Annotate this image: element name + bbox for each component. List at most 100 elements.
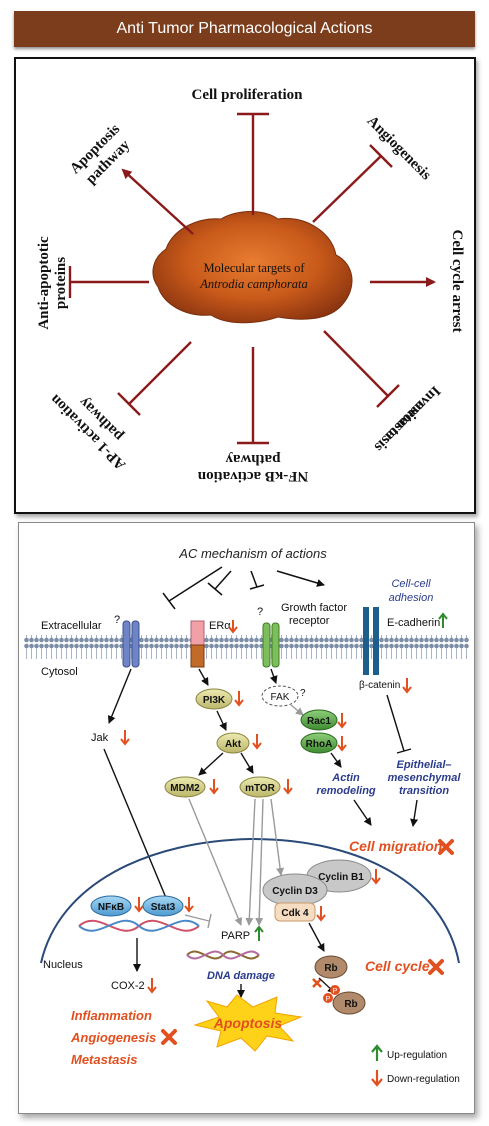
gf-receptor-line2: receptor (289, 615, 330, 627)
cell-cell-line1: Cell-cell (391, 578, 431, 590)
cox2-down-arrow-icon (147, 978, 157, 994)
dna-strand-b (78, 919, 200, 932)
damaged-dna-strand-b (186, 950, 260, 960)
inhibit-line-angiogenesis (312, 155, 382, 223)
legend-up-label: Up-regulation (387, 1050, 447, 1061)
ecadherin-bar-2 (373, 607, 379, 675)
rb-label: Rb (324, 963, 337, 974)
inhibit-bar-angiogenesis (369, 144, 393, 168)
actin-line2: remodeling (316, 785, 376, 797)
gray-arrow-mdm2-parp (188, 798, 243, 926)
prb-node (332, 991, 366, 1015)
prb-label: Rb (344, 999, 357, 1010)
label-antiapoptotic-line2: proteins (53, 257, 69, 309)
pi3k-down-arrow-icon (234, 691, 244, 707)
arrow-jak-to-stat3 (103, 748, 170, 906)
ac-inhibit-line-2 (214, 570, 232, 590)
receptor-1 (122, 620, 131, 668)
ac-inhibit-line-3 (250, 570, 258, 588)
dna-damage-label: DNA damage (207, 970, 275, 982)
label-cell-cycle-arrest: Cell cycle arrest (449, 229, 465, 332)
angiogenesis-label: Angiogenesis (70, 1030, 156, 1045)
cdk4-down-arrow-icon (316, 906, 326, 922)
emt-line2: mesenchymal (388, 772, 462, 784)
inhibit-bar-emt (396, 748, 412, 754)
cdk4-node (274, 902, 316, 922)
mechanism-svg: AC mechanism of actions Extracellular Cy… (24, 546, 469, 1087)
mtor-label: mTOR (245, 783, 276, 794)
akt-down-arrow-icon (252, 734, 262, 750)
cyclin-b1-down-arrow-icon (371, 869, 381, 885)
metastasis-label: Metastasis (71, 1052, 137, 1067)
nucleus-label: Nucleus (43, 959, 83, 971)
rb-node (314, 955, 348, 979)
label-nfkb-line2: pathway (225, 451, 281, 467)
inflammation-label: Inflammation (71, 1008, 152, 1023)
inhibit-bar-invasion (376, 384, 400, 408)
mtor-node (239, 776, 281, 798)
ecadherin-bar-1 (363, 607, 369, 675)
cell-cycle-label: Cell cycle (365, 958, 430, 974)
parp-label: PARP (221, 930, 250, 942)
extracellular-label: Extracellular (41, 620, 102, 632)
rb-block-cross-icon (312, 978, 322, 988)
akt-node (216, 732, 250, 754)
cyclin-b1-label: Cyclin B1 (318, 872, 364, 883)
cox2-label: COX-2 (111, 980, 145, 992)
mdm2-label: MDM2 (170, 783, 200, 794)
phospho-1 (323, 993, 333, 1003)
apoptosis-starburst (193, 994, 303, 1052)
era-label: ERα (209, 620, 231, 632)
center-label-line1: Molecular targets of (203, 261, 305, 275)
pi3k-node (195, 688, 233, 710)
mechanism-diagram: AC mechanism of actions Extracellular Cy… (18, 522, 475, 1114)
rac1-node (300, 709, 338, 731)
inhibit-line-ap1 (128, 341, 192, 405)
stat3-label: Stat3 (151, 902, 176, 913)
beta-catenin-down-arrow-icon (402, 678, 412, 694)
gray-arrow-mtor-parp-1 (245, 798, 256, 926)
inhibit-bar-ap1 (117, 392, 141, 416)
arrow-era-to-pi3k (198, 668, 209, 686)
gf-receptor-a (262, 622, 271, 668)
era-receptor-bottom (190, 644, 205, 668)
emt-line1: Epithelial– (396, 759, 451, 771)
nfkb-down-arrow-icon (134, 897, 144, 913)
arrow-gfr-to-fak (269, 668, 278, 684)
legend-up-arrow-icon (371, 1044, 383, 1061)
actin-line1: Actin (331, 772, 360, 784)
title-banner: Anti Tumor Pharmacological Actions (14, 11, 475, 47)
akt-label: Akt (225, 739, 242, 750)
inhibit-line-emt (386, 694, 405, 752)
arrow-fak-to-rac1 (290, 704, 304, 716)
inhibit-line-invasion (323, 330, 389, 397)
label-nfkb-line1: NF-κB activation (197, 468, 308, 484)
fak-node (261, 685, 299, 707)
rac1-down-arrow-icon (337, 713, 347, 729)
gf-receptor-line1: Growth factor (281, 602, 347, 614)
ac-inhibit-bar-3 (249, 584, 265, 590)
ecadherin-label: E-cadherin (387, 617, 440, 629)
arrow-emt-to-migration (410, 799, 419, 827)
phospho-1-label: P (326, 996, 331, 1003)
gray-arrow-mtor-cyclin (270, 798, 285, 876)
rhoa-node (300, 732, 338, 754)
antrodia-fungus-image (152, 211, 353, 324)
arrow-receptor-to-jak (107, 668, 132, 724)
ac-arrow-ecadherin (276, 570, 325, 587)
mdm2-node (164, 776, 206, 798)
arrow-actin-to-migration (353, 799, 372, 826)
mdm2-down-arrow-icon (209, 779, 219, 795)
arrow-pi3k-to-akt (216, 710, 227, 731)
arrow-apoptosis-pathway (121, 168, 194, 235)
targets-svg: Molecular targets of Antrodia camphorata… (36, 87, 465, 484)
q-mark-3: ? (300, 688, 306, 699)
ac-inhibit-bar-1 (162, 592, 176, 610)
fak-label: FAK (271, 692, 290, 703)
rhoa-label: RhoA (306, 739, 333, 750)
mechanism-title: AC mechanism of actions (178, 546, 327, 561)
stat3-down-arrow-icon (184, 897, 194, 913)
arrow-akt-to-mdm2 (198, 752, 224, 776)
outcomes-cross-icon (161, 1029, 177, 1045)
apoptosis-label: Apoptosis (213, 1015, 283, 1031)
